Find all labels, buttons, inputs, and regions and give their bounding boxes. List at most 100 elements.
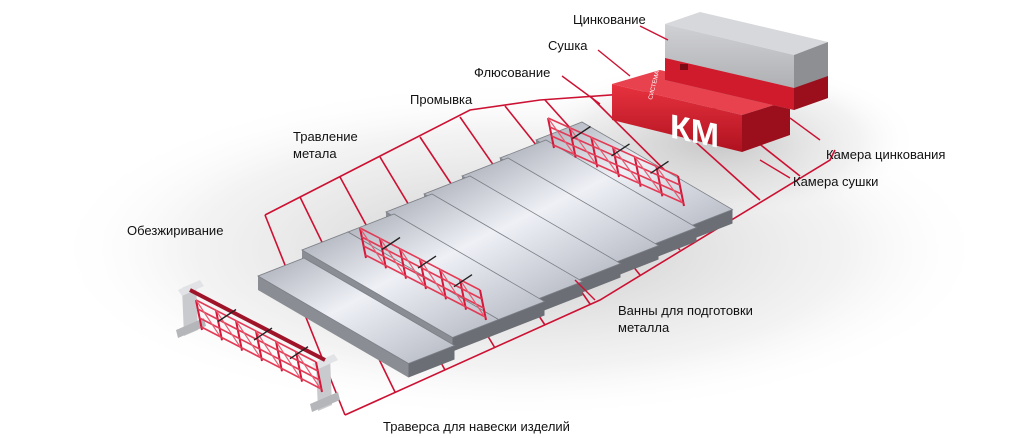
drying-chamber-front <box>612 84 742 152</box>
stand-left-base <box>176 318 206 338</box>
rack-rail <box>201 326 322 390</box>
label-traverse: Траверса для навески изделий <box>383 419 570 434</box>
leader-drying <box>597 49 631 77</box>
label-fluxing: Флюсование <box>474 65 551 80</box>
rack-post <box>359 227 367 259</box>
rack-hanger <box>289 346 309 360</box>
bath-end <box>536 281 583 314</box>
bath-end <box>498 301 545 334</box>
rack <box>195 299 323 393</box>
rack-post <box>439 269 447 300</box>
rack-brace <box>612 146 640 184</box>
zinc-chamber-top <box>665 12 828 55</box>
rack-hanger <box>453 274 473 288</box>
rack-brace <box>195 299 221 337</box>
rack-post <box>255 330 263 362</box>
bath-top <box>257 257 456 364</box>
leader-fluxing <box>561 75 601 105</box>
label-drying-chamber: Камера сушки <box>793 174 879 189</box>
rack-hanger <box>417 255 437 269</box>
rack <box>547 117 685 207</box>
rack-brace <box>655 165 683 203</box>
rack-brace <box>359 227 385 265</box>
rack-post <box>215 310 223 341</box>
bath-end <box>574 263 621 296</box>
label-pickling: Травление метала <box>293 129 358 161</box>
label-zinc-chamber: Камера цинкования <box>826 147 946 162</box>
rack-post <box>315 361 323 393</box>
traverse-stand <box>176 280 340 412</box>
rack-rail <box>197 308 319 372</box>
traverse-beam <box>189 288 326 362</box>
rack-brace <box>590 136 618 174</box>
rack-post <box>568 127 577 158</box>
rack-hanger <box>381 236 401 251</box>
drying-chamber: КМ СИСТЕМА <box>612 70 790 156</box>
stand-right-top <box>312 354 338 370</box>
rack-brace <box>547 117 575 155</box>
rack-post <box>655 166 664 197</box>
rack-brace <box>379 238 405 275</box>
rack-post <box>295 351 303 382</box>
zinc-chamber-band <box>665 58 794 110</box>
rack-post <box>547 117 555 149</box>
rack-rail <box>551 135 682 195</box>
label-drying: Сушка <box>548 38 588 53</box>
rack-post <box>275 341 283 372</box>
label-zinc-coating: Цинкование <box>573 12 646 27</box>
rack-post <box>590 137 599 168</box>
leader-prep-baths <box>574 279 596 301</box>
bath-end <box>612 245 659 278</box>
rack-brace <box>419 258 445 296</box>
rack-post <box>612 146 620 178</box>
rack-brace <box>295 351 321 389</box>
zinc-chamber <box>665 12 828 110</box>
rack-post <box>195 299 203 331</box>
rack-brace <box>634 156 661 193</box>
leader-zinc-chamber <box>789 117 821 141</box>
rack-rail <box>365 254 486 318</box>
racks <box>195 117 685 393</box>
rack-hanger <box>217 308 237 323</box>
rack-hanger <box>611 143 630 157</box>
drying-chamber-side <box>742 100 790 152</box>
rack-hanger <box>572 125 591 140</box>
stand-right-base <box>310 392 340 412</box>
zinc-chamber-band-side <box>794 76 828 110</box>
rack-brace <box>215 310 241 347</box>
drying-chamber-top <box>612 70 790 115</box>
label-degreasing: Обезжиривание <box>127 223 224 238</box>
rack-hanger <box>253 327 273 341</box>
rack-rail <box>199 317 320 381</box>
rack-brace <box>439 269 465 306</box>
zinc-chamber-panel <box>680 64 688 70</box>
leader-lines <box>561 25 821 301</box>
rack-post <box>459 279 467 310</box>
rack-brace <box>235 320 261 358</box>
bath-end <box>686 209 733 242</box>
bath-top <box>301 231 500 338</box>
bath <box>257 257 456 378</box>
rack-post <box>677 175 685 207</box>
rack-post <box>633 156 642 187</box>
rack-brace <box>255 330 281 368</box>
rack-rail <box>361 236 483 300</box>
rack-rail <box>363 245 484 309</box>
rack-hanger <box>650 160 669 174</box>
bath-front <box>258 276 409 378</box>
rack-post <box>479 289 487 321</box>
stand-left-top <box>178 280 204 296</box>
rack-post <box>419 258 427 290</box>
rack <box>359 227 487 321</box>
rack-rail <box>549 126 681 186</box>
rack-brace <box>275 341 301 378</box>
bath-end <box>452 319 499 352</box>
bath-end <box>408 345 455 378</box>
leader-zinc-coating <box>639 25 669 41</box>
rack-brace <box>459 279 485 317</box>
baths <box>257 121 734 378</box>
label-rinsing: Промывка <box>410 92 473 107</box>
label-prep-baths: Ванны для подготовки металла <box>618 303 753 335</box>
rack-post <box>379 238 387 269</box>
rack-brace <box>399 248 425 286</box>
